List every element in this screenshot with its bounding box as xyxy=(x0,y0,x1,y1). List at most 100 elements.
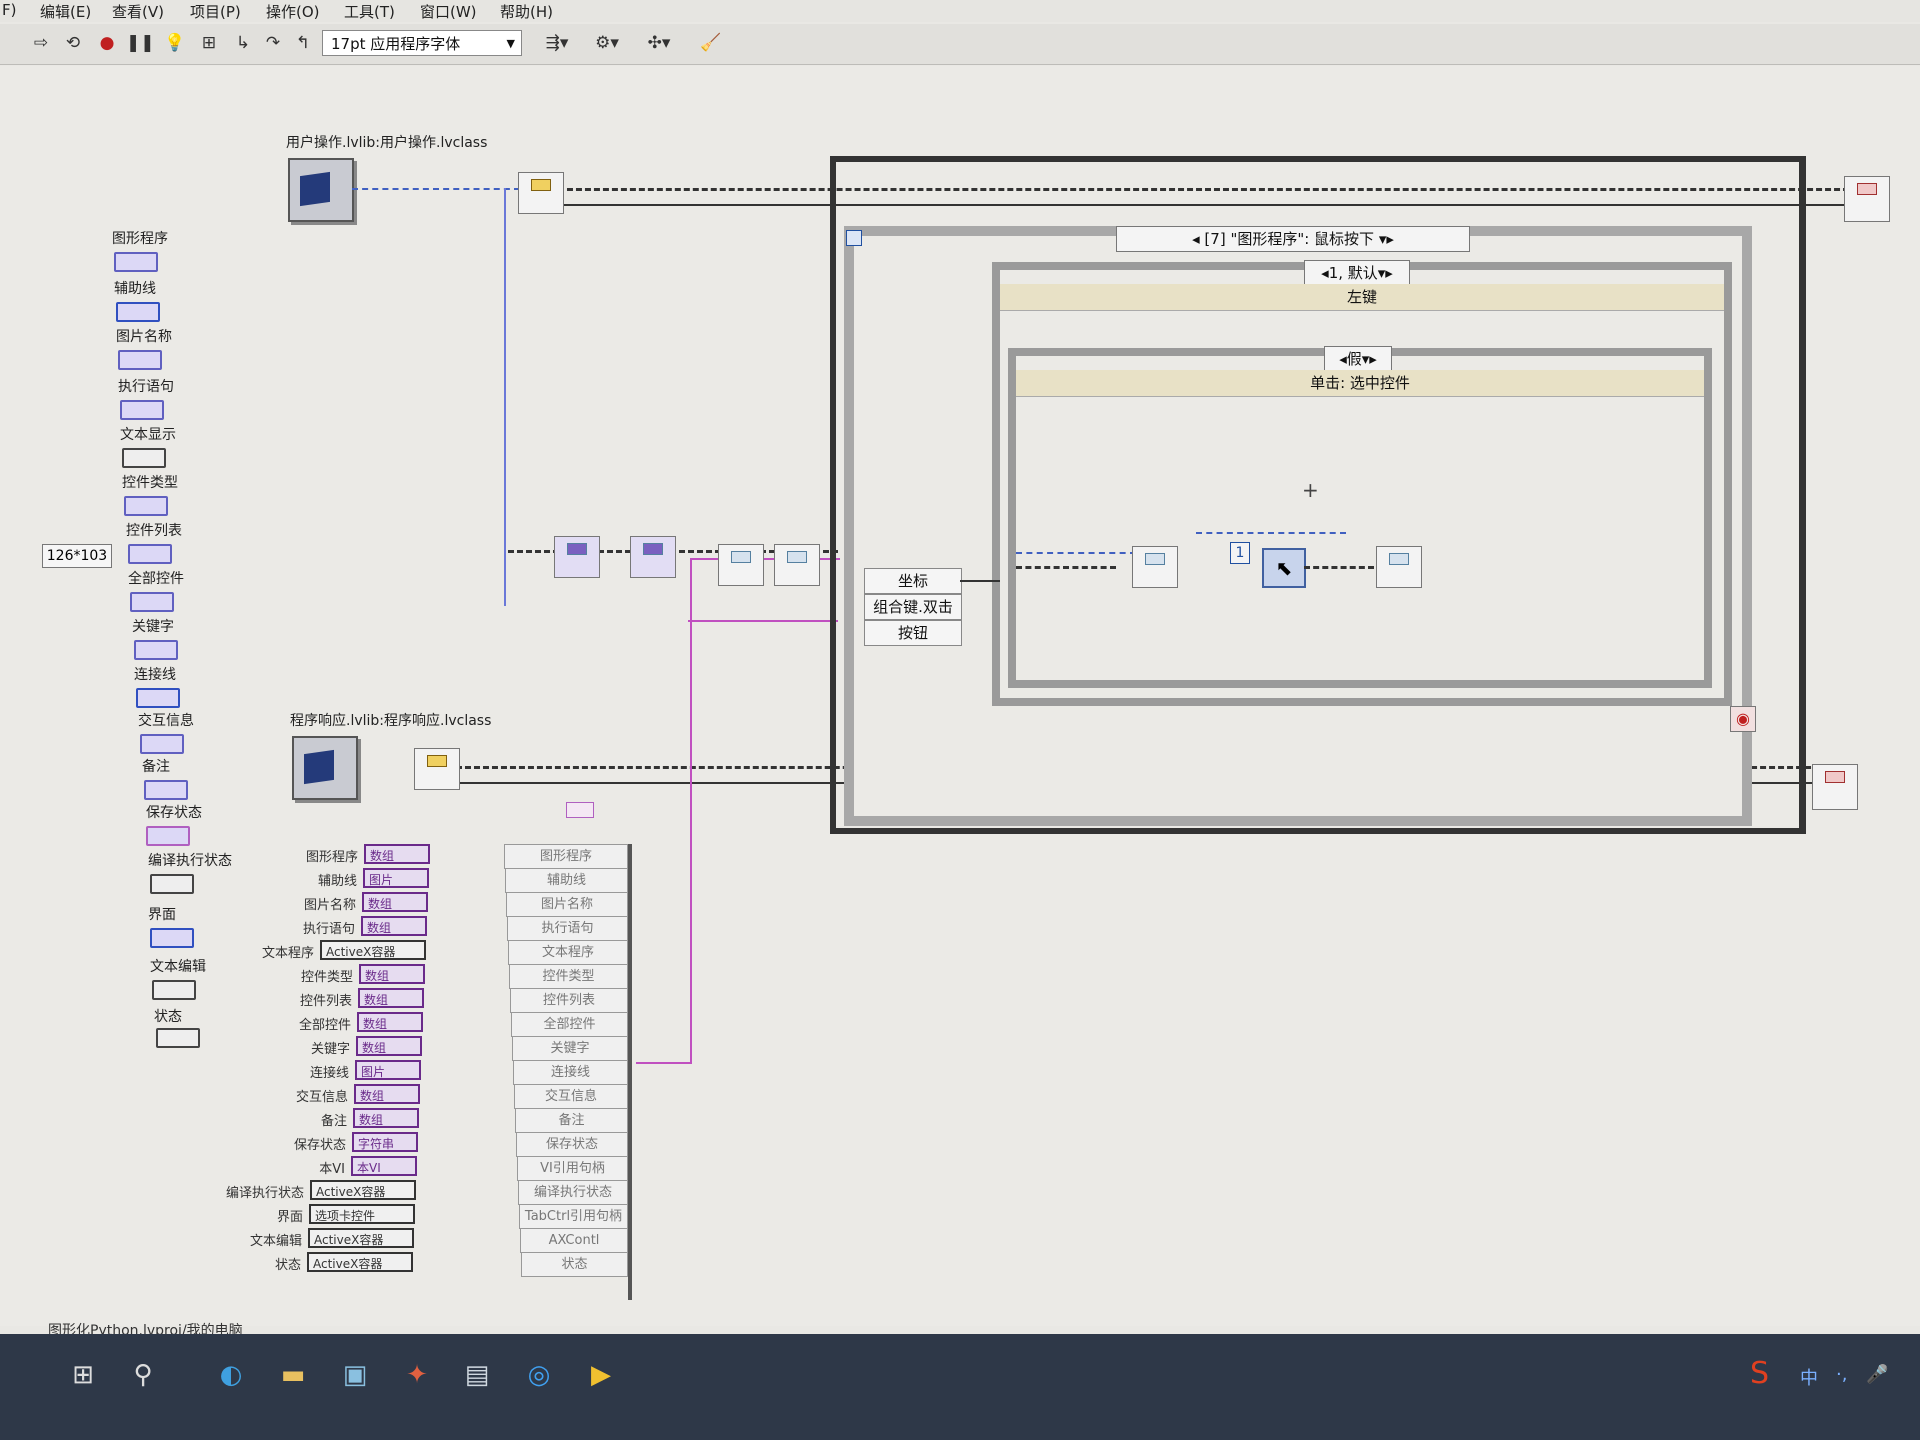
class-wire-vertical[interactable] xyxy=(504,188,506,606)
menu-edit[interactable]: 编辑(E) xyxy=(40,3,92,21)
coord-wire[interactable] xyxy=(960,580,1000,582)
property-node[interactable] xyxy=(630,536,676,578)
control-terminal[interactable] xyxy=(144,780,188,800)
bundle-element[interactable]: 全部控件 xyxy=(511,1013,628,1037)
numeric-constant[interactable]: 1 xyxy=(1230,542,1250,564)
edge-browser-icon[interactable]: ◐ xyxy=(219,1360,243,1390)
control-terminal[interactable] xyxy=(150,874,194,894)
abort-icon[interactable]: ● xyxy=(99,33,115,53)
menu-tools[interactable]: 工具(T) xyxy=(344,3,395,21)
invoke-node-gear-icon[interactable] xyxy=(414,748,460,790)
object-wire[interactable] xyxy=(558,188,1858,191)
subvi-node[interactable] xyxy=(718,544,764,586)
retain-wire-icon[interactable]: ⊞ xyxy=(201,33,217,53)
object-wire[interactable] xyxy=(1304,566,1374,569)
object-wire[interactable] xyxy=(558,204,1858,206)
file-explorer-icon[interactable]: ▬ xyxy=(280,1360,306,1390)
font-select[interactable]: 17pt 应用程序字体▼ xyxy=(322,30,522,56)
class-wire[interactable] xyxy=(1196,532,1346,534)
cluster-element[interactable]: 图片名称数组 xyxy=(198,892,428,914)
menu-view[interactable]: 查看(V) xyxy=(112,3,164,21)
case-structure-inner[interactable] xyxy=(1008,348,1712,688)
control-terminal[interactable] xyxy=(118,350,162,370)
class-wire[interactable] xyxy=(1016,552,1136,554)
property-node[interactable] xyxy=(554,536,600,578)
app-icon[interactable]: ◎ xyxy=(527,1360,551,1390)
control-terminal[interactable] xyxy=(122,448,166,468)
cluster-element[interactable]: 关键字数组 xyxy=(192,1036,422,1058)
stop-button-icon[interactable]: ◉ xyxy=(1730,706,1756,732)
menu-help[interactable]: 帮助(H) xyxy=(500,3,553,21)
case-selector-outer[interactable]: ◂1, 默认▾▸ xyxy=(1304,260,1410,286)
menu-project[interactable]: 项目(P) xyxy=(190,3,241,21)
document-icon[interactable]: ▤ xyxy=(464,1360,490,1390)
cluster-element[interactable]: 执行语句数组 xyxy=(197,916,427,938)
app-icon[interactable]: ▣ xyxy=(342,1360,368,1390)
size-indicator[interactable]: 126*103 xyxy=(42,544,112,568)
cluster-element[interactable]: 辅助线图片 xyxy=(199,868,429,890)
highlight-icon[interactable]: 💡 xyxy=(164,33,186,53)
bundle-element[interactable]: 保存状态 xyxy=(516,1133,628,1157)
bundle-element[interactable]: 辅助线 xyxy=(505,869,628,893)
bundle-element[interactable]: 控件列表 xyxy=(510,989,628,1013)
event-data-coords[interactable]: 坐标 xyxy=(864,568,962,594)
cluster-element[interactable]: 控件列表数组 xyxy=(194,988,424,1010)
control-terminal[interactable] xyxy=(130,592,174,612)
cluster-wire[interactable] xyxy=(636,1062,692,1064)
distribute-icon[interactable]: ⚙▾ xyxy=(595,33,619,53)
bundle-element[interactable]: 编译执行状态 xyxy=(518,1181,628,1205)
microphone-icon[interactable]: 🎤 xyxy=(1866,1364,1889,1385)
menu-operate[interactable]: 操作(O) xyxy=(266,3,320,21)
bundle-element[interactable]: 交互信息 xyxy=(514,1085,628,1109)
bundle-element[interactable]: 状态 xyxy=(521,1253,628,1277)
cluster-element[interactable]: 界面选项卡控件 xyxy=(185,1204,415,1226)
menu-window[interactable]: 窗口(W) xyxy=(420,3,477,21)
class-constant-user[interactable] xyxy=(288,158,354,222)
bundle-element[interactable]: 控件类型 xyxy=(509,965,628,989)
bundle-element[interactable]: 图片名称 xyxy=(506,893,628,917)
bundle-by-name[interactable]: 图形程序辅助线图片名称执行语句文本程序控件类型控件列表全部控件关键字连接线交互信… xyxy=(504,844,628,1277)
control-terminal[interactable] xyxy=(124,496,168,516)
cluster-wire[interactable] xyxy=(690,558,692,1064)
pause-icon[interactable]: ❚❚ xyxy=(126,33,155,53)
bundle-element[interactable]: 连接线 xyxy=(513,1061,628,1085)
bundle-element[interactable]: TabCtrl引用句柄 xyxy=(519,1205,628,1229)
right-terminal-node[interactable] xyxy=(1812,764,1858,810)
cluster-wire[interactable] xyxy=(690,558,840,560)
control-terminal[interactable] xyxy=(136,688,180,708)
class-wire[interactable] xyxy=(352,188,520,190)
run-arrow-icon[interactable]: ⇨ xyxy=(33,33,49,53)
control-terminal[interactable] xyxy=(134,640,178,660)
cursor-icon[interactable]: ⬉ xyxy=(1262,548,1306,588)
cluster-element[interactable]: 交互信息数组 xyxy=(190,1084,420,1106)
right-terminal-node[interactable] xyxy=(1844,176,1890,222)
cluster-element[interactable]: 全部控件数组 xyxy=(193,1012,423,1034)
start-menu-icon[interactable]: ⊞ xyxy=(72,1360,94,1390)
case-selector-inner[interactable]: ◂假▾▸ xyxy=(1324,346,1392,372)
control-terminal[interactable] xyxy=(116,302,160,322)
step-over-icon[interactable]: ↷ xyxy=(265,33,281,53)
search-icon[interactable]: ⚲ xyxy=(133,1360,153,1390)
bundle-element[interactable]: 备注 xyxy=(515,1109,628,1133)
bundle-element[interactable]: 关键字 xyxy=(512,1037,628,1061)
control-terminal[interactable] xyxy=(152,980,196,1000)
subvi-node[interactable] xyxy=(1132,546,1178,588)
event-selector[interactable]: ◂ [7] "图形程序": 鼠标按下 ▾▸ xyxy=(1116,226,1470,252)
subvi-node[interactable] xyxy=(1376,546,1422,588)
control-terminal[interactable] xyxy=(114,252,158,272)
cluster-element[interactable]: 保存状态字符串 xyxy=(188,1132,418,1154)
cluster-element[interactable]: 连接线图片 xyxy=(191,1060,421,1082)
sogou-ime-icon[interactable]: S xyxy=(1750,1356,1770,1391)
ime-punct[interactable]: ·, xyxy=(1836,1364,1848,1385)
subvi-node[interactable] xyxy=(774,544,820,586)
class-constant-response[interactable] xyxy=(292,736,358,800)
control-terminal[interactable] xyxy=(140,734,184,754)
control-terminal[interactable] xyxy=(128,544,172,564)
control-terminal[interactable] xyxy=(120,400,164,420)
event-data-button[interactable]: 按钮 xyxy=(864,620,962,646)
bundle-element[interactable]: 执行语句 xyxy=(507,917,628,941)
